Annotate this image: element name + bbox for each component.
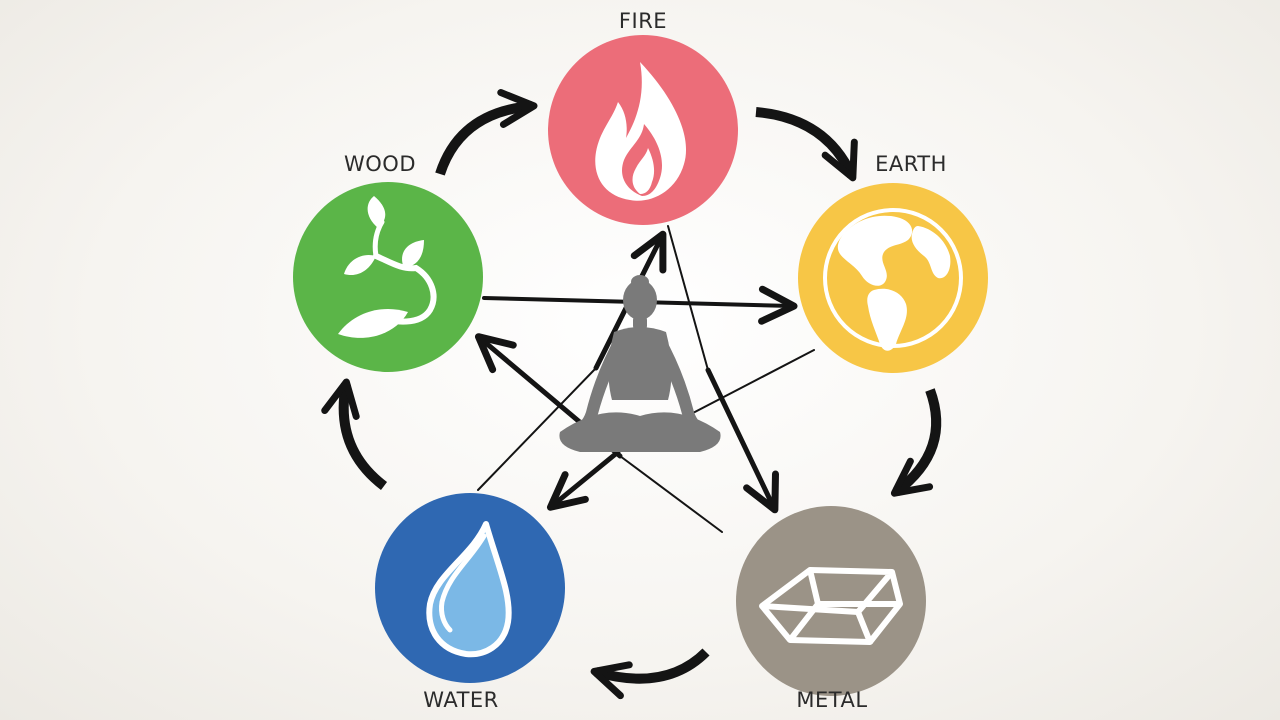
flame-icon [595, 62, 687, 201]
fire-label: FIRE [619, 9, 667, 33]
sprout-icon [338, 196, 437, 338]
arrow-earth-to-water-head [546, 449, 621, 511]
meditating-figure-icon [559, 275, 721, 452]
generating-cycle [321, 89, 942, 700]
metal-label: METAL [796, 688, 867, 712]
arrow-fire-to-metal [667, 225, 709, 371]
arrow-metal-to-wood [619, 455, 723, 533]
metal-ingot-icon [759, 567, 903, 645]
wood-circle [293, 182, 483, 372]
metal-element: METAL [736, 506, 926, 712]
arrow-water-to-fire [477, 367, 597, 491]
water-element: WATER [375, 493, 565, 712]
arrow-metal-to-water [590, 648, 710, 700]
arrow-fire-to-metal-head [705, 367, 779, 514]
arrow-earth-to-metal [890, 388, 942, 497]
arrow-fire-to-earth [755, 107, 858, 182]
earth-label: EARTH [875, 152, 947, 176]
globe-icon [823, 208, 963, 351]
arrow-wood-to-fire [435, 89, 538, 176]
earth-element: EARTH [798, 152, 988, 373]
water-label: WATER [423, 688, 499, 712]
fire-element: FIRE [548, 9, 738, 225]
wood-label: WOOD [344, 152, 416, 176]
water-drop-icon [426, 521, 512, 658]
arrow-water-to-wood [321, 378, 388, 490]
wood-element: WOOD [293, 152, 483, 372]
